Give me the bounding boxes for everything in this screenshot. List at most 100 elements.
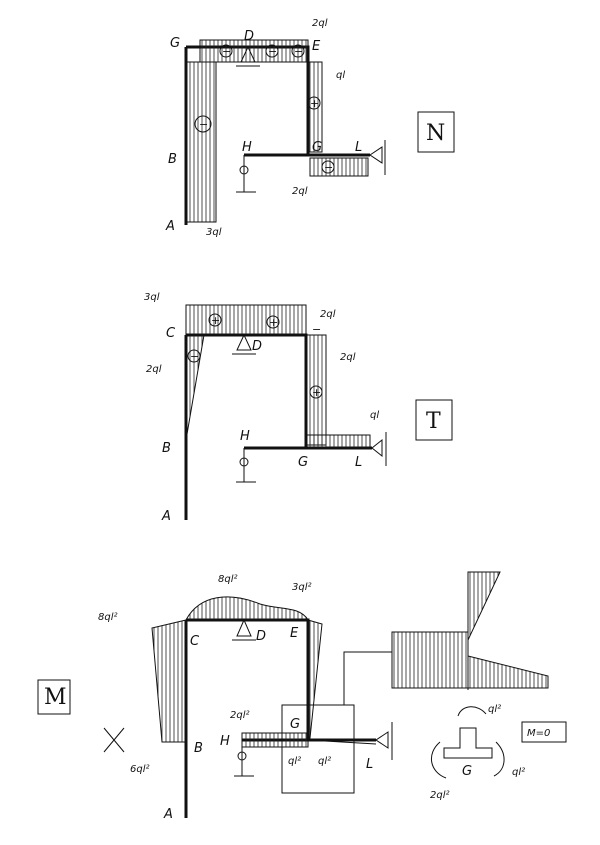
t-support-d: [232, 333, 256, 355]
n-val-bottom: 2ql: [292, 186, 308, 197]
m-val-h: 2ql²: [230, 710, 250, 721]
n-left-sign-circle: [194, 115, 212, 133]
m-detail-node: G: [462, 764, 472, 779]
m-node-l: L: [366, 757, 373, 772]
m-equation: M=0: [527, 728, 550, 739]
t-symbol: T: [426, 409, 441, 434]
m-top-moment-arrow: [457, 706, 487, 717]
m-left-area: [151, 619, 187, 743]
n-left-area: [185, 61, 217, 223]
t-sign-top1: +: [211, 314, 220, 327]
n-val-top-right: 2ql: [312, 18, 328, 29]
m-support-l: [375, 722, 393, 760]
t-top-sign-circle-2: [266, 315, 280, 329]
n-sign-right: +: [310, 97, 319, 110]
n-node-e: E: [312, 39, 321, 54]
n-node-d: D: [244, 29, 254, 44]
n-bottom-sign-circle: [321, 160, 335, 174]
t-sign-right: +: [312, 386, 321, 399]
n-top-sign-circle-1: [219, 44, 233, 58]
n-sign-bottom: −: [324, 161, 333, 174]
m-detail-box: [281, 704, 355, 794]
t-symbol-box: [415, 399, 453, 441]
t-node-h: H: [240, 429, 250, 444]
t-val-top-right: 2ql: [320, 309, 336, 320]
m-node-a: A: [163, 807, 173, 822]
m-val-top-right: 3ql²: [292, 582, 312, 593]
m-frame: [184, 618, 376, 818]
m-inset-left: [391, 631, 469, 689]
n-top-sign-circle-3: [291, 44, 305, 58]
n-node-h: H: [242, 140, 252, 155]
t-top-sign-circle-1: [208, 313, 222, 327]
m-detail-leader: [343, 651, 392, 705]
n-node-g: G: [170, 36, 180, 51]
m-node-e: E: [290, 626, 299, 641]
n-sign-top2: −: [268, 45, 277, 58]
t-left-sign-circle: [187, 349, 201, 363]
t-sign-left: −: [190, 350, 199, 363]
t-node-l: L: [355, 455, 362, 470]
m-detail-right-moment: ql²: [512, 767, 525, 778]
t-node-d: D: [252, 339, 262, 354]
n-node-a: A: [165, 219, 175, 234]
m-inset-top: [467, 571, 501, 641]
m-diagram: C D E B H G L A 8ql² 8ql² 3ql² 6ql² 2ql²…: [37, 571, 567, 822]
n-right-area: [307, 61, 323, 153]
m-val-g-right: ql²: [318, 756, 331, 767]
m-support-h: [234, 740, 254, 777]
n-val-right-mid: ql: [336, 70, 345, 81]
m-inset-right: [467, 655, 549, 689]
m-equation-box: [521, 721, 567, 743]
m-node-c: C: [190, 634, 200, 649]
m-right-moment-arrow: [493, 741, 505, 777]
m-symbol-box: [37, 679, 71, 715]
m-support-d: [232, 618, 256, 641]
t-node-g: G: [298, 455, 308, 470]
m-node-detail-shape: [443, 727, 493, 759]
m-top-area: [185, 596, 309, 621]
t-diagram: + + − + − C D B H G L A 3ql 2ql 2ql 2ql …: [144, 292, 453, 524]
t-sign-corner: −: [312, 323, 321, 336]
t-sign-top2: +: [269, 316, 278, 329]
m-cut-mark: [103, 727, 125, 753]
m-inset-axes: [392, 572, 548, 690]
m-val-left-top: 8ql²: [98, 612, 118, 623]
n-bottom-area: [309, 157, 369, 177]
t-support-l: [371, 432, 387, 466]
t-val-right: 2ql: [340, 352, 356, 363]
t-right-sign-circle: [309, 385, 323, 399]
n-val-left-bottom: 3ql: [206, 227, 222, 238]
m-node-d: D: [256, 629, 266, 644]
t-bottom-area: [305, 434, 371, 449]
t-node-c: C: [166, 326, 176, 341]
t-node-b: B: [162, 441, 171, 456]
n-symbol: N: [426, 121, 445, 146]
t-val-bottom-right: ql: [370, 410, 379, 421]
m-right-area: [307, 619, 323, 742]
m-detail-left-moment: 2ql²: [430, 790, 450, 801]
m-symbol: M: [44, 685, 67, 710]
n-support-l: [369, 140, 386, 175]
m-node-h: H: [220, 734, 230, 749]
m-node-b: B: [194, 741, 203, 756]
m-bottom-right-line: [307, 739, 377, 745]
t-node-a: A: [161, 509, 171, 524]
t-val-left: 2ql: [146, 364, 162, 375]
t-val-top-left: 3ql: [144, 292, 160, 303]
m-val-top-mid: 8ql²: [218, 574, 238, 585]
m-node-g: G: [290, 717, 300, 732]
n-symbol-box: [417, 111, 455, 153]
n-sign-left: −: [199, 118, 208, 131]
n-support-h: [236, 155, 256, 193]
n-right-sign-circle: [307, 96, 321, 110]
n-node-l: L: [355, 140, 362, 155]
m-val-g-left: ql²: [288, 756, 301, 767]
n-sign-top3: −: [294, 45, 303, 58]
t-support-h: [236, 448, 256, 483]
m-detail-top-moment: ql²: [488, 704, 501, 715]
m-bottom-area: [241, 732, 309, 748]
n-node-c: G: [312, 140, 322, 155]
m-left-moment-arrow: [431, 741, 447, 779]
